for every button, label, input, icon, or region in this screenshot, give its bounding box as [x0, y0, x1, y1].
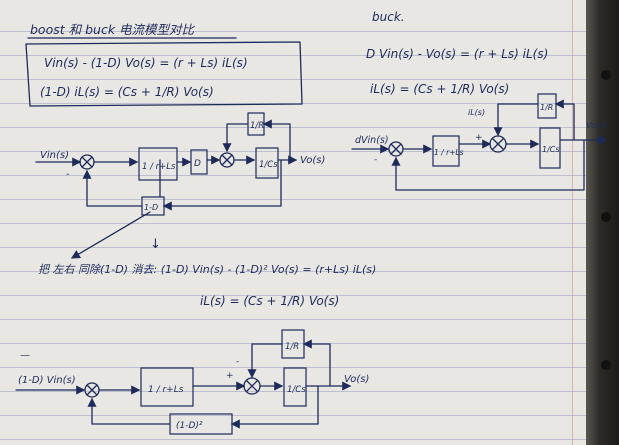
ring-hole	[601, 360, 611, 370]
bottom-plant-block	[140, 367, 194, 407]
bottom-feedback-label: (1-D)²	[176, 421, 203, 431]
boost-C-block	[255, 147, 279, 179]
buck-minus-sign: -	[374, 155, 377, 165]
bottom-plant-label: 1 / r+Ls	[148, 385, 184, 395]
left-header-title: boost 和 buck 电流模型对比	[30, 22, 196, 37]
bottom-minus-sign: -	[236, 357, 239, 367]
boost-R-label: 1/R	[250, 121, 264, 131]
middle-note: ↓ 把 左右 同除(1-D) 消去: (1-D) Vin(s) - (1-D)²…	[38, 237, 376, 308]
buck-input-label: dVin(s)	[355, 135, 389, 146]
middle-note-text: 把 左右 同除(1-D) 消去: (1-D) Vin(s) - (1-D)² V…	[38, 263, 376, 276]
bottom-C-block	[283, 367, 307, 407]
ring-hole	[601, 70, 611, 80]
right-eq2: iL(s) = (Cs + 1/R) Vo(s)	[370, 82, 509, 96]
bottom-C-label: 1/Cs	[287, 385, 306, 395]
left-eq2: (1-D) iL(s) = (Cs + 1/R) Vo(s)	[40, 85, 214, 99]
bottom-dash: —	[20, 350, 30, 361]
buck-plant-block	[432, 135, 460, 167]
buck-R-label: 1/R	[540, 103, 553, 112]
right-eq1: D Vin(s) - Vo(s) = (r + Ls) iL(s)	[366, 47, 548, 61]
boost-plant-label: 1 / r+Ls	[142, 162, 176, 172]
bottom-output-label: Vo(s)	[344, 374, 369, 385]
boost-minus-sign: -	[66, 169, 70, 180]
boost-block-diagram: Vin(s) - 1 / r+Ls D 1/Cs Vo(s) 1/R	[35, 112, 325, 259]
boost-D-block	[190, 149, 208, 175]
bottom-R-label: 1/R	[285, 342, 299, 352]
equation-box	[25, 41, 303, 107]
margin-line	[572, 0, 573, 445]
right-header-title: buck.	[372, 10, 405, 24]
boost-D-label: D	[194, 159, 201, 169]
down-arrow: ↓	[150, 237, 161, 252]
boost-C-label: 1/Cs	[259, 160, 278, 170]
buck-R-block	[537, 93, 557, 119]
left-header: boost 和 buck 电流模型对比 Vin(s) - (1-D) Vo(s)…	[25, 22, 303, 107]
boost-input-label: Vin(s)	[40, 150, 69, 161]
right-header: buck. D Vin(s) - Vo(s) = (r + Ls) iL(s) …	[366, 10, 548, 96]
boost-plant-block	[138, 147, 178, 181]
buck-C-label: 1/Cs	[542, 145, 560, 154]
binding-edge	[586, 0, 619, 445]
buck-output-label: Vo(s)	[586, 121, 606, 130]
bottom-input-label: (1-D) Vin(s)	[18, 375, 76, 386]
middle-note-eq2: iL(s) = (Cs + 1/R) Vo(s)	[200, 294, 339, 308]
boost-output-label: Vo(s)	[300, 155, 325, 166]
left-eq1: Vin(s) - (1-D) Vo(s) = (r + Ls) iL(s)	[44, 56, 248, 70]
buck-plant-label: 1 / r+Ls	[434, 148, 464, 157]
buck-current-label: iL(s)	[468, 108, 485, 117]
bottom-block-diagram: — (1-D) Vin(s) 1 / r+Ls + - 1/Cs Vo(s) 1…	[15, 329, 369, 435]
buck-plus-sign: +	[475, 133, 483, 143]
buck-C-block	[539, 127, 561, 169]
boost-feedback-label: 1-D	[144, 203, 158, 212]
buck-block-diagram: dVin(s) - 1 / r+Ls iL(s) + 1/Cs Vo(s) 1/…	[351, 93, 608, 191]
bottom-plus-sign: +	[226, 371, 234, 381]
ring-hole	[601, 212, 611, 222]
